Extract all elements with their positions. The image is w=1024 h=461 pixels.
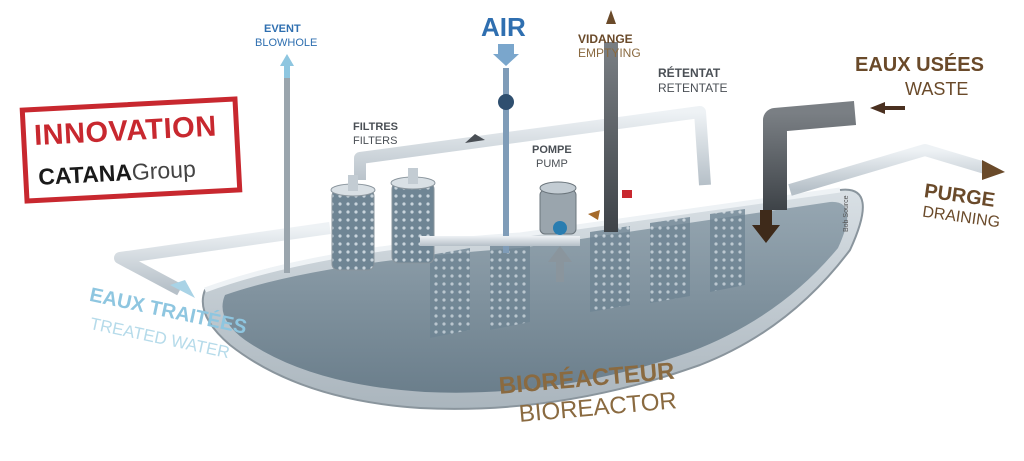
filter-cylinders <box>330 168 436 271</box>
waste-pipe <box>763 101 857 210</box>
emptying-pipe <box>604 42 618 232</box>
blowhole-label: BLOWHOLE <box>255 37 318 49</box>
logo-company: CATANAGroup <box>38 156 197 191</box>
blowhole-pipe <box>284 78 290 273</box>
logo-title: INNOVATION <box>33 110 218 153</box>
pompe-label: POMPE <box>532 144 572 156</box>
treated-water-arrow <box>170 280 195 298</box>
tank-water <box>222 201 848 393</box>
air-valve <box>498 94 514 110</box>
logo-company-name: CATANA <box>37 159 133 190</box>
credit-mark: Bob Source <box>843 195 850 232</box>
waste-drop-arrow <box>752 210 780 243</box>
waste-arrow <box>870 102 905 114</box>
pump-label: PUMP <box>536 158 568 170</box>
filters-manifold-pipe <box>354 106 711 186</box>
vidange-label: VIDANGE <box>578 32 633 46</box>
filtres-label: FILTRES <box>353 121 399 133</box>
air-arrow <box>493 44 519 66</box>
purge-pipe <box>788 144 987 196</box>
purge-arrow <box>982 160 1005 180</box>
emptying-arrow <box>606 10 616 24</box>
waste-label: WASTE <box>905 79 969 99</box>
blowhole-arrow <box>280 54 294 78</box>
filters-label: FILTERS <box>353 135 398 147</box>
innovation-catana-logo: INNOVATION CATANAGroup <box>19 96 243 204</box>
air-label: AIR <box>481 12 526 42</box>
filter-panels <box>430 209 745 338</box>
treated-water-pipe <box>114 222 331 296</box>
logo-company-suffix: Group <box>131 155 197 185</box>
flow-arrow-manifold <box>465 134 485 143</box>
event-label: EVENT <box>264 23 301 35</box>
retentat-label: RÉTENTAT <box>658 66 721 80</box>
eaux-usees-label: EAUX USÉES <box>855 54 984 76</box>
emptying-label: EMPTYING <box>578 46 641 60</box>
retentate-label: RETENTATE <box>658 81 728 95</box>
pump <box>420 181 632 282</box>
air-pipe <box>503 68 509 253</box>
